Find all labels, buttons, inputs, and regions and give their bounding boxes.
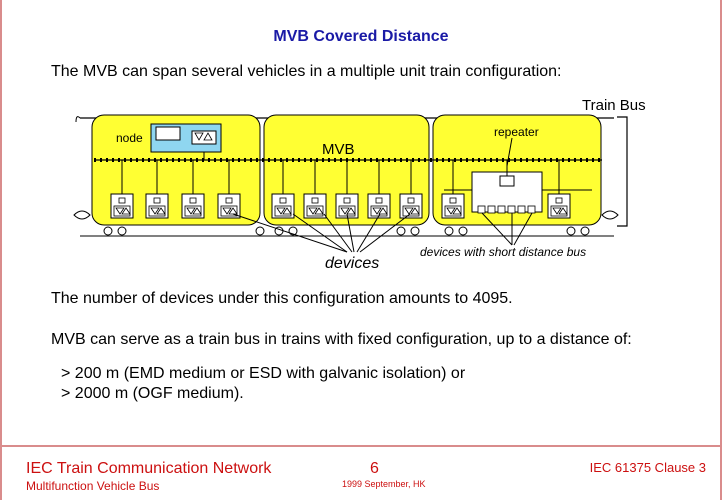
distance-ogf: > 2000 m (OGF medium).	[61, 385, 244, 402]
train-bus-bracket	[617, 116, 628, 227]
page-title: MVB Covered Distance	[273, 28, 449, 45]
footer-divider	[2, 445, 720, 447]
distance-emd: > 200 m (EMD medium or ESD with galvanic…	[61, 365, 466, 382]
train-bus-label: Train Bus	[582, 97, 646, 114]
page-number: 6	[370, 460, 379, 477]
device-count-text: The number of devices under this configu…	[51, 290, 513, 307]
wheels	[103, 226, 590, 236]
mvb-diagram: Train Bus node MVB repeater devices devi…	[73, 97, 646, 272]
train-bus-distance-text: MVB can serve as a train bus in trains w…	[51, 331, 632, 348]
footer-date: 1999 September, HK	[342, 479, 426, 489]
node-label: node	[116, 131, 143, 145]
mvb-label: MVB	[322, 141, 355, 158]
footer-org: IEC Train Communication Network	[26, 460, 272, 477]
intro-text: The MVB can span several vehicles in a m…	[51, 63, 562, 80]
devices-label: devices	[325, 255, 379, 272]
footer-subtitle: Multifunction Vehicle Bus	[26, 479, 160, 493]
repeater-label: repeater	[494, 125, 539, 139]
short-bus-label: devices with short distance bus	[420, 245, 586, 259]
footer-clause: IEC 61375 Clause 3	[589, 460, 706, 475]
